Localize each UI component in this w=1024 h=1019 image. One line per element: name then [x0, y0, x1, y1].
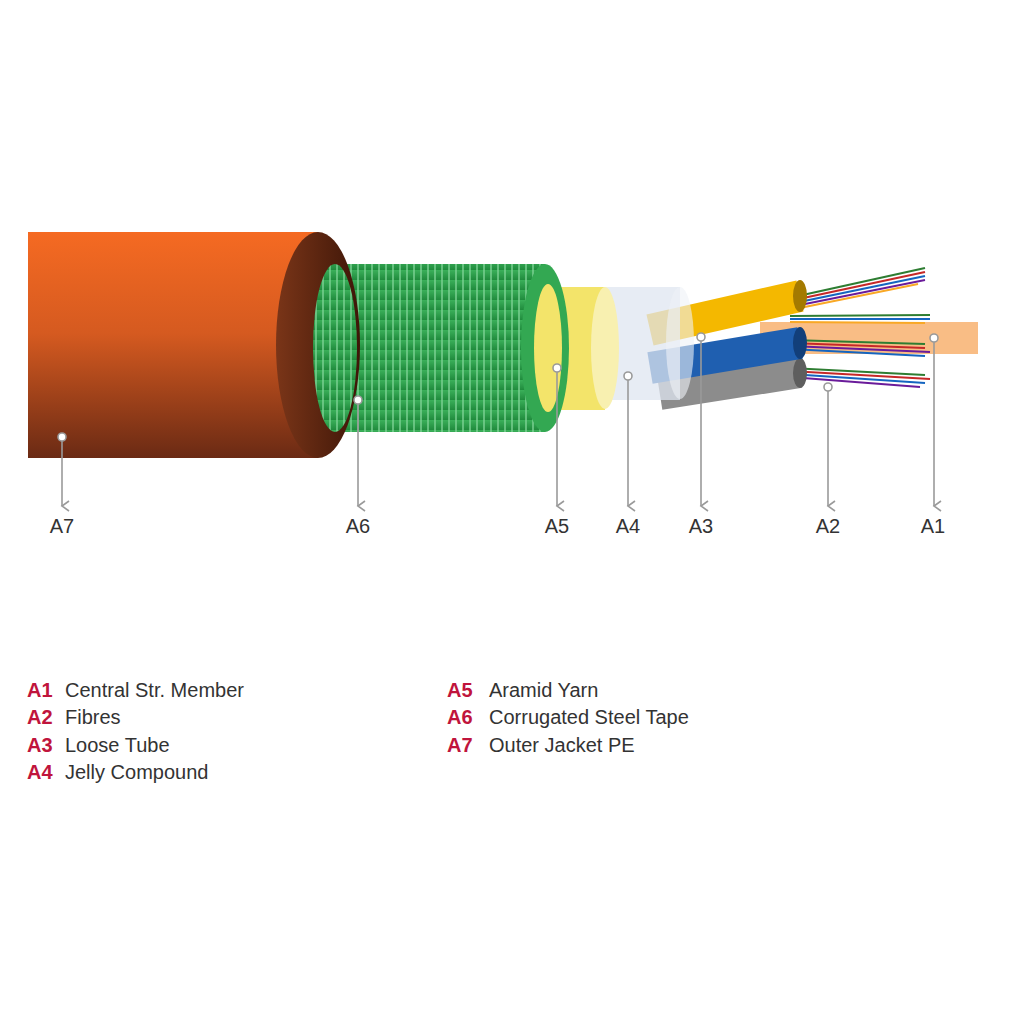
legend-code: A4 — [27, 760, 53, 784]
callout-number: A6 — [346, 514, 370, 538]
legend-code: A5 — [447, 678, 473, 702]
leader-lines — [62, 341, 934, 506]
leader-dots — [58, 333, 938, 441]
legend-text: Central Str. Member — [65, 678, 244, 702]
outer-jacket — [28, 232, 318, 458]
callout-number: A1 — [921, 514, 945, 538]
callout-number: A4 — [616, 514, 640, 538]
callout-number: A3 — [689, 514, 713, 538]
legend-code: A1 — [27, 678, 53, 702]
legend-text: Outer Jacket PE — [489, 733, 635, 757]
legend-text: Jelly Compound — [65, 760, 208, 784]
legend-code: A6 — [447, 705, 473, 729]
legend-text: Fibres — [65, 705, 121, 729]
fibres — [780, 268, 930, 387]
legend-code: A7 — [447, 733, 473, 757]
legend-text: Loose Tube — [65, 733, 170, 757]
steel-tape — [330, 264, 545, 432]
legend-code: A2 — [27, 705, 53, 729]
legend-code: A3 — [27, 733, 53, 757]
callout-number: A5 — [545, 514, 569, 538]
callout-number: A2 — [816, 514, 840, 538]
callout-number: A7 — [50, 514, 74, 538]
legend-text: Aramid Yarn — [489, 678, 598, 702]
legend-text: Corrugated Steel Tape — [489, 705, 689, 729]
